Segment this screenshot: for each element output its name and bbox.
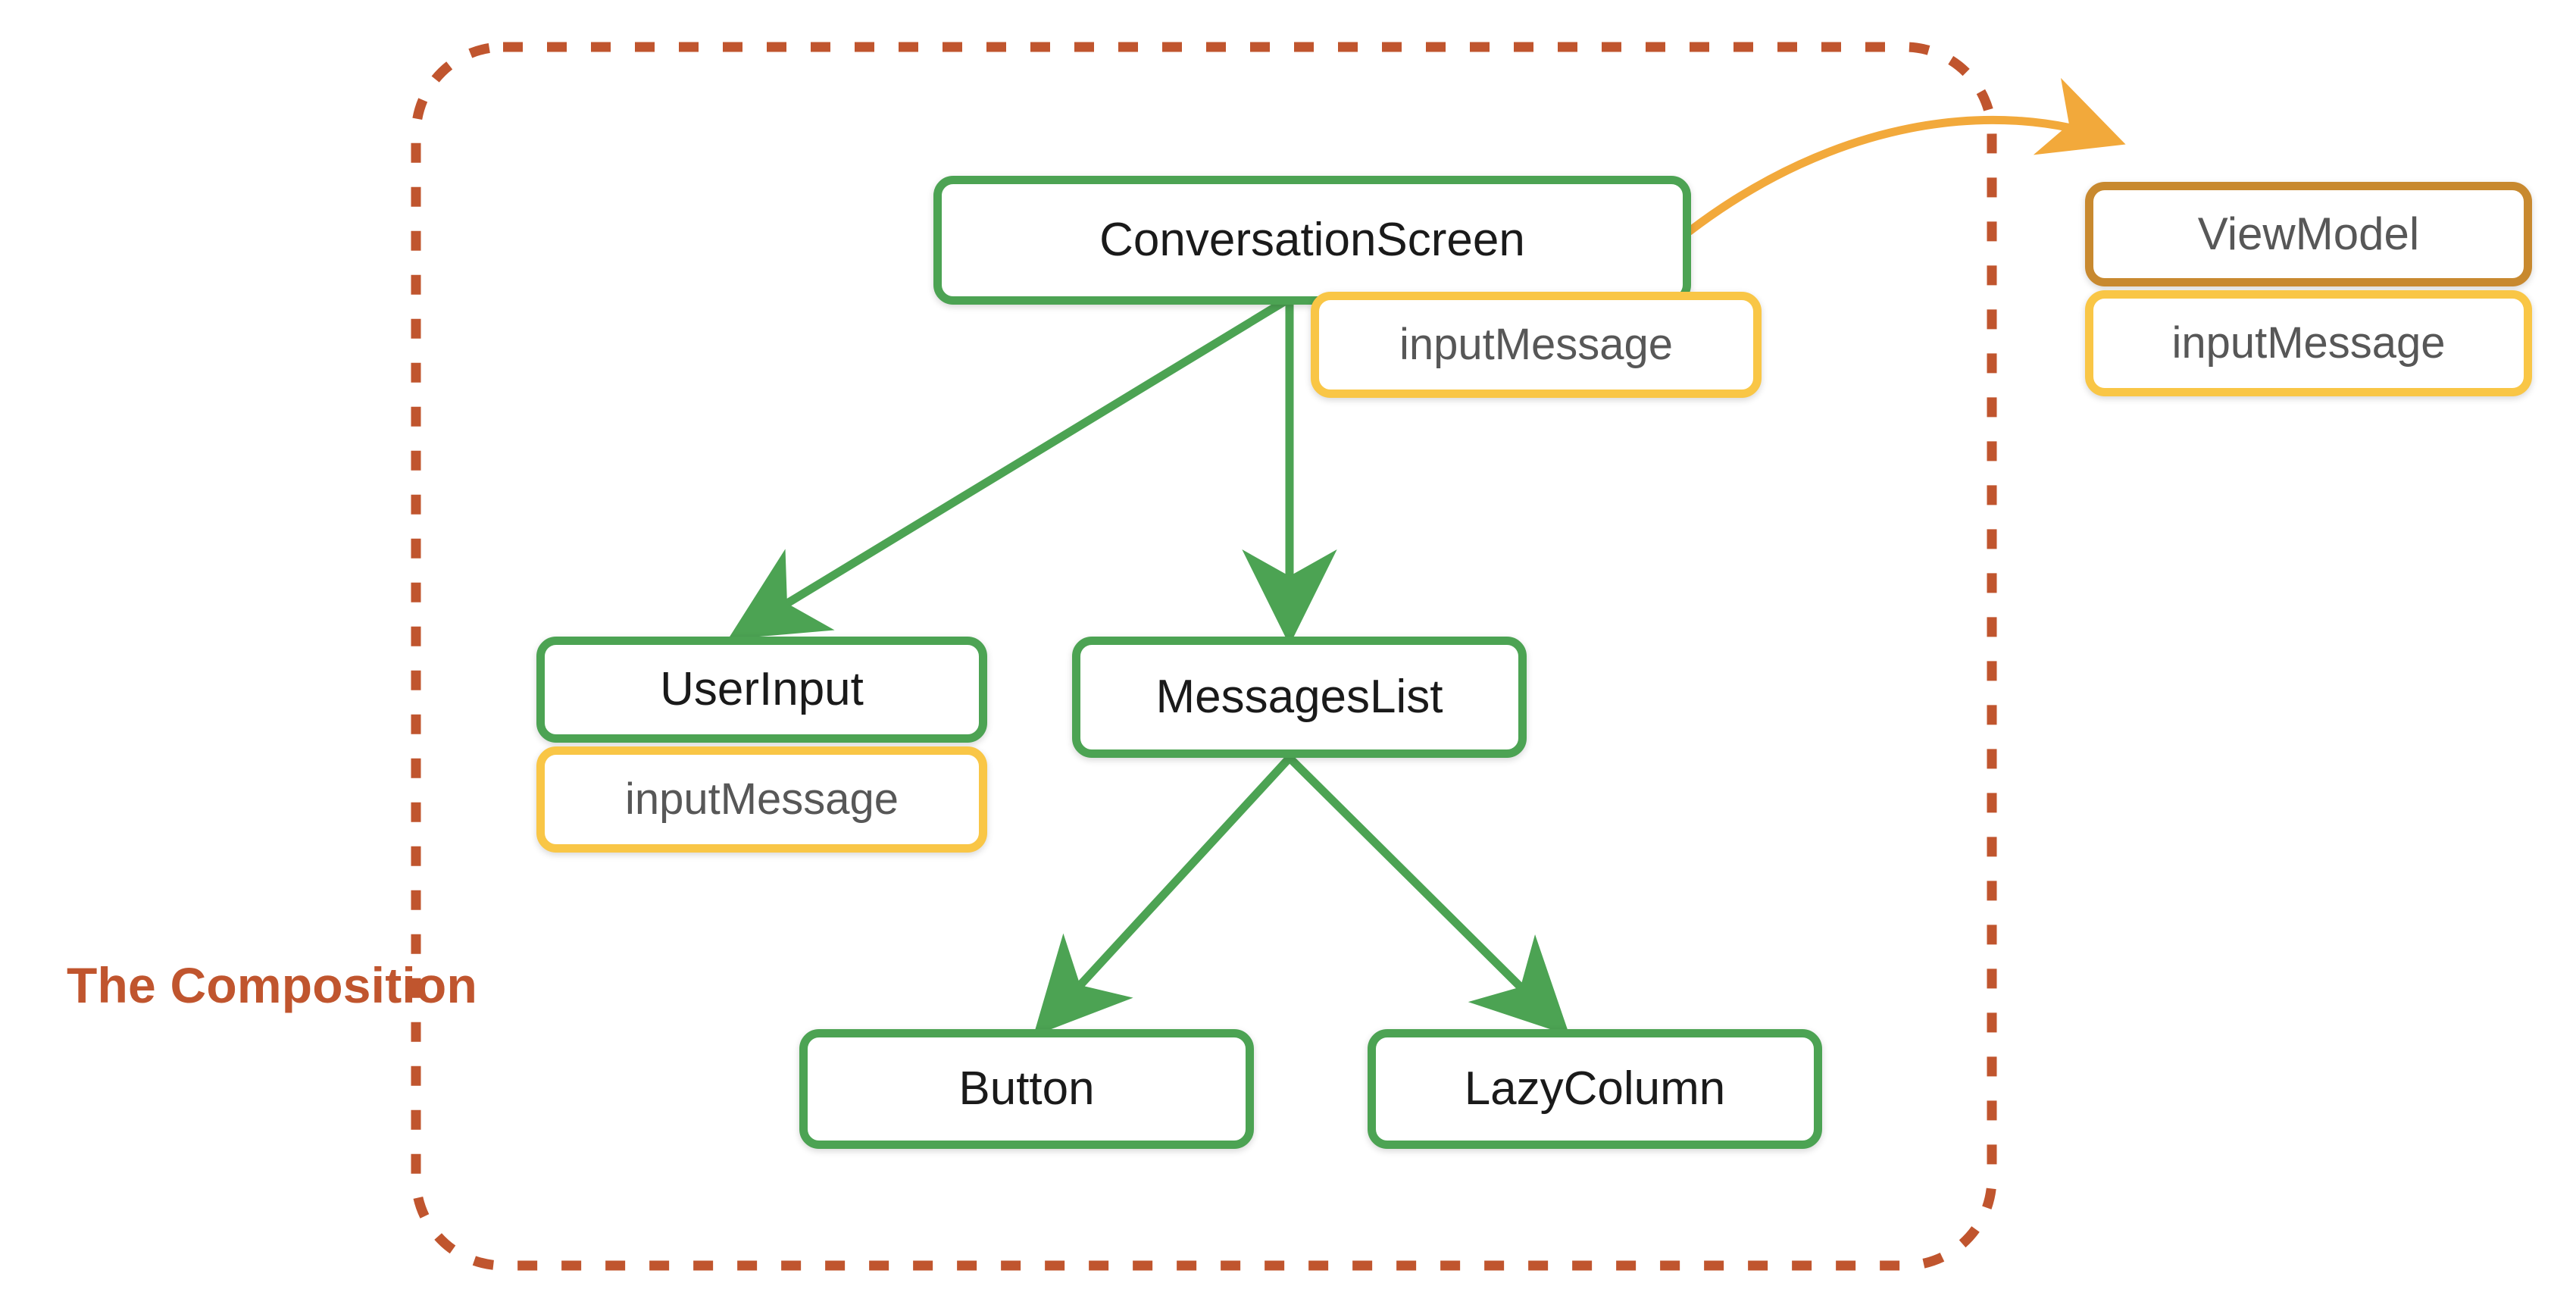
- node-view-model-state[interactable]: inputMessage: [2085, 290, 2532, 396]
- node-user-input-state[interactable]: inputMessage: [536, 746, 987, 853]
- node-label-user-input-state: inputMessage: [624, 774, 899, 824]
- edge-conversationscreen-to-userinput: [727, 296, 1290, 640]
- edge-messageslist-to-lazycolumn: [1286, 755, 1570, 1036]
- node-label-messages-list: MessagesList: [1155, 671, 1443, 723]
- node-button[interactable]: Button: [799, 1029, 1254, 1149]
- edge-conversationscreen-to-viewmodel: [1685, 77, 2126, 236]
- node-label-view-model-state: inputMessage: [2171, 318, 2446, 368]
- node-label-conversation-screen: ConversationScreen: [1099, 214, 1525, 266]
- node-label-button: Button: [958, 1062, 1095, 1115]
- node-label-lazy-column: LazyColumn: [1464, 1062, 1726, 1115]
- node-conversation-screen-state[interactable]: inputMessage: [1311, 292, 1762, 398]
- node-label-conversation-screen-state: inputMessage: [1399, 320, 1674, 369]
- composition-caption: The Composition: [67, 957, 477, 1013]
- node-user-input[interactable]: UserInput: [536, 637, 987, 743]
- node-conversation-screen[interactable]: ConversationScreen: [933, 176, 1691, 305]
- node-lazy-column[interactable]: LazyColumn: [1368, 1029, 1822, 1149]
- edge-messageslist-to-button: [1033, 755, 1293, 1037]
- node-label-view-model: ViewModel: [2197, 208, 2420, 259]
- node-label-user-input: UserInput: [660, 663, 864, 715]
- node-messages-list[interactable]: MessagesList: [1072, 637, 1527, 758]
- node-view-model[interactable]: ViewModel: [2085, 182, 2532, 286]
